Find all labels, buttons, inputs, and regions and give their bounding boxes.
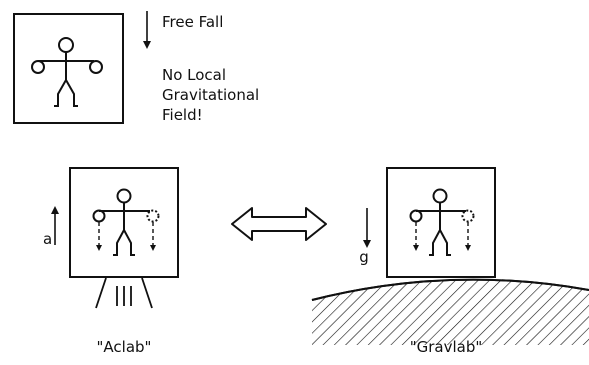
no-field-line-2: Gravitational <box>162 86 259 104</box>
free-fall-lab <box>13 13 124 124</box>
aclab-person <box>92 188 160 256</box>
free-fall-ball-left <box>31 60 45 74</box>
free-fall-label: Free Fall <box>162 13 223 31</box>
gravlab-caption: "Gravlab" <box>410 338 483 356</box>
aclab-ball-left <box>92 209 106 223</box>
gravlab-ball-right-dashed <box>461 209 475 223</box>
gravlab-ball-left <box>409 209 423 223</box>
acceleration-label: a <box>43 230 52 248</box>
equivalence-double-arrow <box>231 207 327 241</box>
free-fall-person <box>31 37 103 107</box>
gravlab-person <box>409 188 475 256</box>
no-field-line-1: No Local <box>162 66 226 84</box>
aclab: a "Aclab" <box>43 167 179 356</box>
free-fall-ball-right <box>89 60 103 74</box>
aclab-caption: "Aclab" <box>97 338 152 356</box>
gravity-label: g <box>359 248 369 266</box>
aclab-box <box>69 167 179 278</box>
rocket-exhaust <box>95 277 153 309</box>
gravlab: g "Gravlab" <box>311 167 589 356</box>
planet-surface <box>311 167 589 345</box>
free-fall-box <box>13 13 124 124</box>
no-field-line-3: Field! <box>162 106 203 124</box>
aclab-ball-right-dashed <box>146 209 160 223</box>
